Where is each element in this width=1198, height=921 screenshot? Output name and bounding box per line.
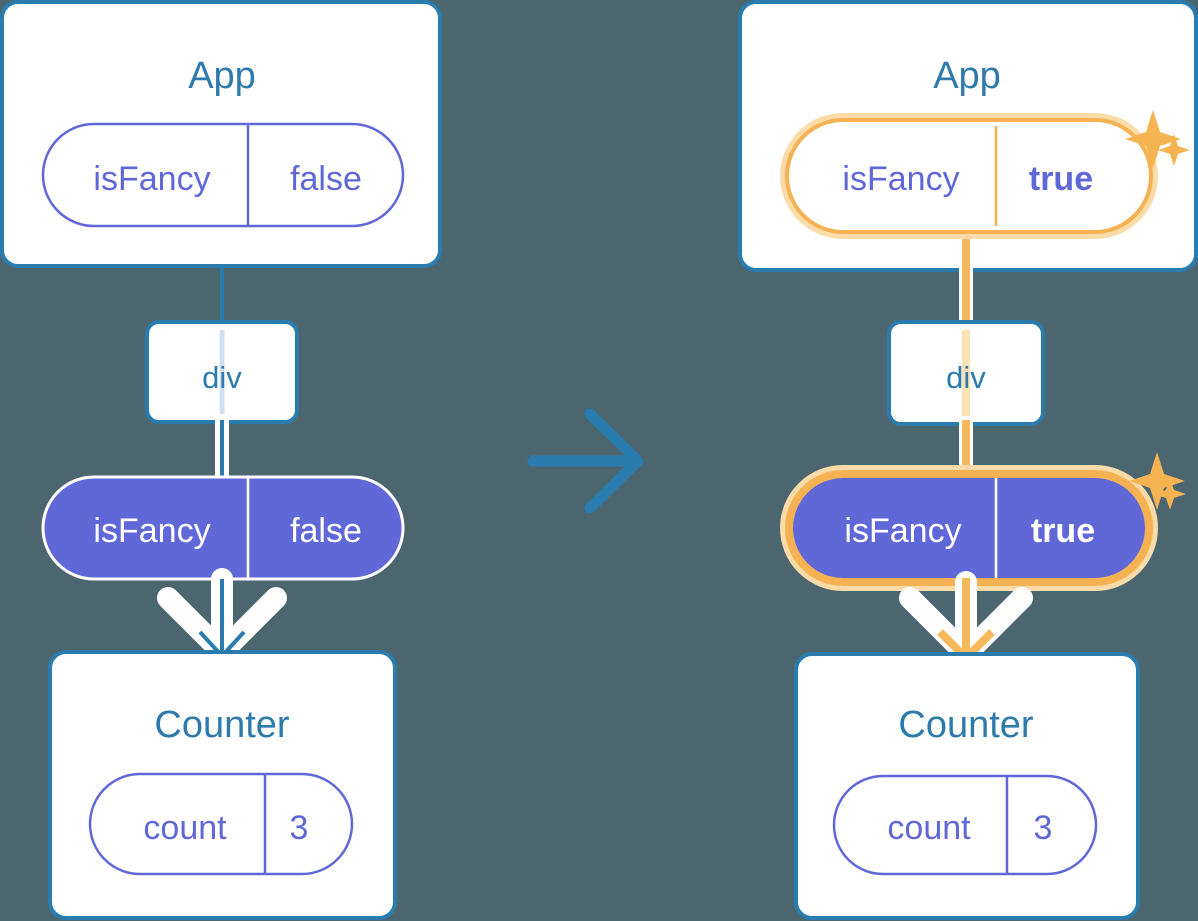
counter-prop-value-left: 3	[290, 809, 309, 847]
sparkle-icon-props-small	[1154, 478, 1186, 510]
counter-prop-pill-right	[832, 774, 1098, 876]
app-prop-name-right: isFancy	[842, 160, 959, 198]
app-title-right: App	[933, 55, 1001, 97]
div-label-right: div	[946, 360, 986, 395]
props-pill-name-right: isFancy	[844, 512, 961, 550]
props-pill-value-left: false	[290, 512, 362, 550]
counter-title-right: Counter	[898, 704, 1034, 746]
props-pill-value-right: true	[1031, 512, 1095, 550]
app-prop-value-right: true	[1029, 160, 1093, 198]
props-pill-name-left: isFancy	[93, 512, 210, 550]
app-prop-name-left: isFancy	[93, 160, 210, 198]
div-box-left	[145, 320, 299, 424]
sparkle-icon-app-large	[1125, 110, 1181, 168]
counter-prop-name-right: count	[887, 809, 971, 847]
app-title-left: App	[188, 55, 256, 97]
props-pill-right	[793, 478, 1145, 578]
sparkle-icon-app-small	[1158, 134, 1190, 166]
counter-prop-pill-left	[88, 772, 354, 876]
div-label-left: div	[202, 360, 242, 395]
counter-title-left: Counter	[154, 704, 290, 746]
app-prop-pill-right	[789, 122, 1149, 230]
sparkle-icon-props-large	[1129, 452, 1185, 510]
counter-prop-name-left: count	[143, 809, 227, 847]
div-box-right	[887, 320, 1045, 426]
counter-prop-value-right: 3	[1034, 809, 1053, 847]
app-prop-pill-left	[41, 122, 405, 228]
right-arrow-icon	[527, 408, 644, 514]
app-prop-value-left: false	[290, 160, 362, 198]
